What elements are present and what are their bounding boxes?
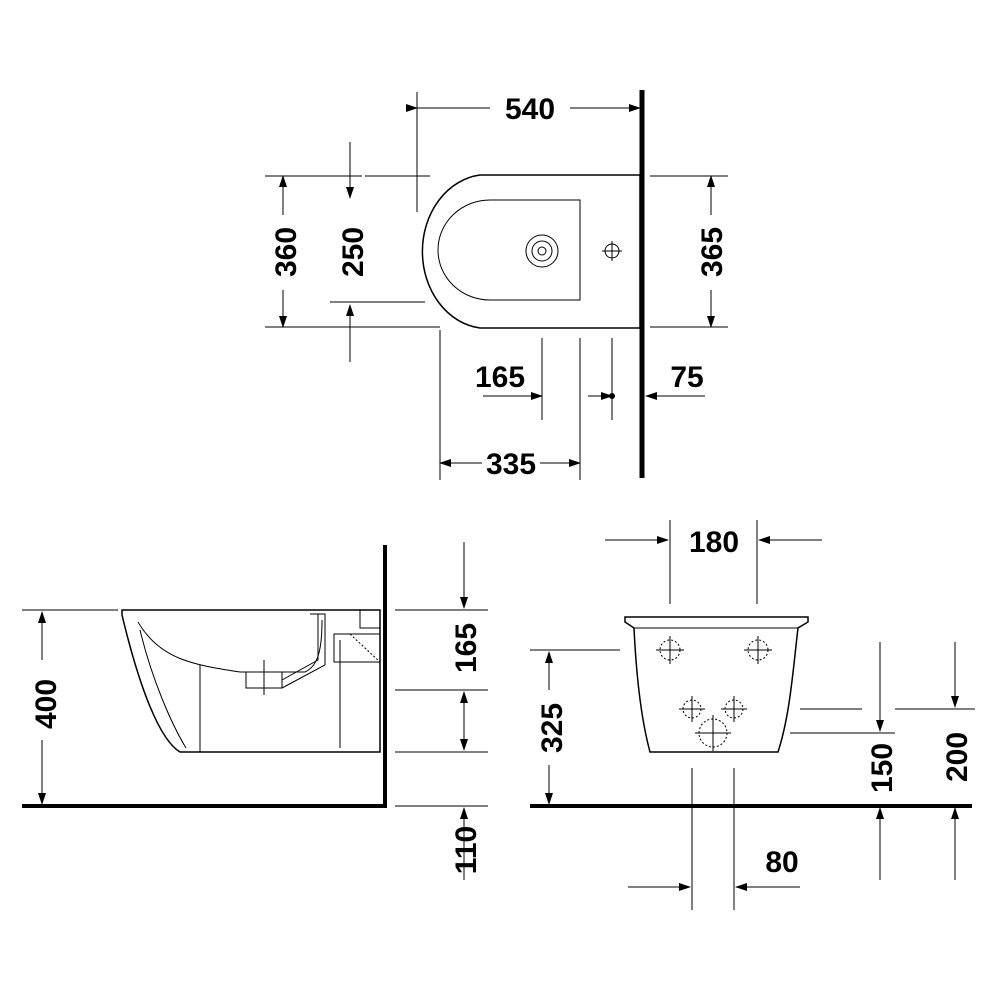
bidet-outline-side <box>121 609 381 753</box>
drain-ring-inner <box>531 240 553 262</box>
dim-400-label: 400 <box>30 679 63 729</box>
dim-540-label: 540 <box>505 93 555 126</box>
drain-icon <box>537 246 547 256</box>
dim-80-label: 80 <box>765 846 798 879</box>
bowl-outline-top <box>437 199 581 301</box>
side-bracket-hatch <box>349 633 381 663</box>
inlet-marker-right <box>744 636 772 664</box>
dim-150-label: 150 <box>866 743 899 793</box>
side-waste-pipe-inner <box>281 614 319 681</box>
bidet-outline-front <box>624 616 809 753</box>
drain-outlet-marker <box>695 715 731 751</box>
dim-75-label: 75 <box>670 361 703 394</box>
tap-centre-dot <box>609 393 615 399</box>
side-shell-curve <box>139 629 187 749</box>
dim-250-label: 250 <box>337 227 370 277</box>
top-view: 540 360 250 365 165 75 335 <box>265 90 729 481</box>
dim-200-label: 200 <box>941 732 974 782</box>
front-view: 180 325 150 200 80 <box>530 520 975 910</box>
dim-180-label: 180 <box>689 526 739 559</box>
bowl-inner-side <box>137 619 323 673</box>
fixing-marker-left <box>679 696 705 722</box>
side-inlet-block <box>359 609 381 629</box>
dim-325-label: 325 <box>536 703 569 753</box>
dim-110-label: 110 <box>450 826 483 874</box>
fixing-marker-right <box>721 696 747 722</box>
drain-ring-outer <box>525 234 559 268</box>
dim-165-label: 165 <box>475 361 525 394</box>
dim-360-label: 360 <box>270 227 303 277</box>
bidet-outline-top <box>421 174 641 329</box>
side-view: 400 165 110 <box>22 542 488 880</box>
dim-335-label: 335 <box>486 448 536 481</box>
dim-365-label: 365 <box>696 227 729 277</box>
dim-165-side-label: 165 <box>450 623 483 673</box>
inlet-marker-left <box>656 636 684 664</box>
side-fixing-bracket <box>333 633 381 663</box>
